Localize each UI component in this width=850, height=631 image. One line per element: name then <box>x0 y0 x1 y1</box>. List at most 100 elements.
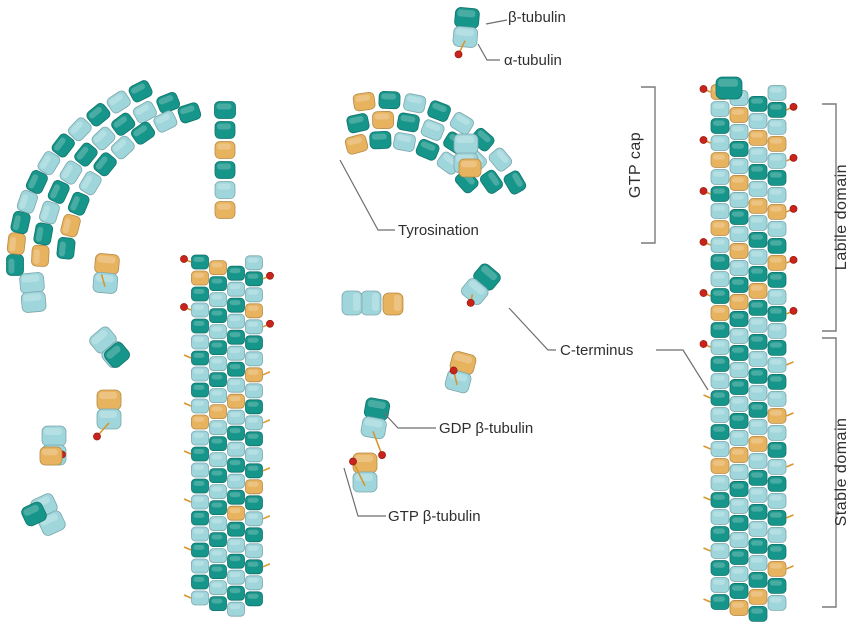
c-terminal-tail <box>262 515 271 520</box>
tubulin-subunit <box>191 526 209 542</box>
tubulin-subunit <box>767 492 787 509</box>
tubulin-subunit <box>245 431 263 447</box>
tubulin-subunit <box>710 390 730 406</box>
beta-tubulin-subunit <box>94 253 120 275</box>
tubulin-subunit <box>209 308 227 324</box>
tubulin-subunit <box>245 463 263 479</box>
tubulin-subunit <box>245 511 263 527</box>
tubulin-subunit <box>767 475 787 492</box>
tubulin-subunit <box>33 222 54 246</box>
tubulin-subunit <box>106 90 131 114</box>
tubulin-subunit <box>91 126 116 151</box>
tubulin-subunit <box>767 441 787 458</box>
tubulin-subunit <box>214 121 236 139</box>
domain-brackets <box>641 86 837 608</box>
labile-domain-label: Labile domain <box>833 164 850 270</box>
tubulin-subunit <box>710 339 730 355</box>
tubulin-subunit <box>710 594 730 610</box>
tubulin-subunit <box>227 345 245 361</box>
tubulin-subunit <box>209 564 227 579</box>
tubulin-subunit <box>245 495 263 511</box>
gdp-beta-tubulin-leader <box>383 412 436 429</box>
tubulin-subunit <box>245 447 263 463</box>
tubulin-subunit <box>767 526 787 543</box>
c-terminal-tail <box>183 546 192 551</box>
tubulin-subunit <box>748 113 768 129</box>
tubulin-subunit <box>710 288 730 304</box>
tubulin-subunit <box>710 305 730 321</box>
c-terminal-tail <box>703 598 711 603</box>
tubulin-subunit <box>38 200 60 225</box>
tubulin-subunit <box>710 271 730 287</box>
tubulin-subunit <box>710 356 730 372</box>
tubulin-subunit <box>37 151 61 176</box>
tubulin-subunit <box>227 505 245 521</box>
tubulin-subunit <box>191 446 209 462</box>
c-terminal-tail <box>786 463 794 468</box>
tubulin-subunit <box>67 191 90 216</box>
tubulin-subunit <box>21 501 47 527</box>
tubulin-subunit <box>748 384 768 401</box>
tubulin-subunit <box>191 302 209 318</box>
tubulin-subunit <box>245 399 263 415</box>
alpha-tubulin-subunit <box>461 278 489 306</box>
tubulin-subunit <box>191 430 209 446</box>
c-terminal-tail <box>352 461 366 487</box>
tubulin-subunit <box>191 558 209 574</box>
tubulin-subunit <box>245 527 263 543</box>
stable-domain-bracket <box>822 337 837 608</box>
tubulin-subunit <box>729 260 749 276</box>
tubulin-subunit <box>209 580 227 595</box>
tubulin-subunit <box>767 254 787 271</box>
tyrosine-bead <box>454 50 463 59</box>
gtp-beta-tubulin-leader <box>343 467 386 517</box>
c-terminal-tail <box>262 467 271 472</box>
tubulin-subunit <box>729 107 749 123</box>
tubulin-subunit <box>748 486 768 503</box>
gtp-cap-label: GTP cap <box>627 132 644 198</box>
tubulin-subunit <box>191 366 209 382</box>
tubulin-subunit <box>710 407 730 423</box>
tubulin-subunit <box>245 255 263 271</box>
tyrosine-bead <box>699 85 708 93</box>
tubulin-subunit <box>767 84 787 101</box>
tubulin-subunit <box>729 226 749 242</box>
beta-tubulin-subunit <box>360 290 382 316</box>
tubulin-subunit <box>209 548 227 563</box>
beta-tubulin-subunit <box>96 389 122 411</box>
tubulin-subunit <box>748 503 768 520</box>
tubulin-subunit <box>191 286 209 302</box>
tubulin-subunit <box>51 133 75 158</box>
tubulin-subunit <box>767 560 787 577</box>
tubulin-subunit <box>227 473 245 489</box>
beta-tubulin-subunit <box>453 133 479 155</box>
tubulin-subunit <box>372 111 395 129</box>
tubulin-subunit <box>767 220 787 237</box>
tubulin-subunit <box>111 112 136 136</box>
tubulin-subunit <box>227 569 245 585</box>
tubulin-subunit <box>209 324 227 340</box>
tubulin-subunit <box>10 210 31 235</box>
tubulin-subunit <box>227 265 245 281</box>
tubulin-subunit <box>748 146 768 163</box>
tyrosine-bead <box>266 319 274 328</box>
tubulin-subunit <box>245 351 263 367</box>
c-terminal-tail <box>786 412 794 417</box>
tyrosine-bead <box>466 298 475 307</box>
tubulin-subunit <box>191 382 209 398</box>
tubulin-subunit <box>710 424 730 440</box>
tubulin-subunit <box>245 367 263 383</box>
tyrosination-leader <box>339 159 395 231</box>
tubulin-subunit <box>245 559 263 575</box>
alpha-tubulin-subunit <box>341 290 363 316</box>
tubulin-subunit <box>710 135 730 151</box>
tubulin-subunit <box>488 147 513 172</box>
tubulin-subunit <box>710 152 730 168</box>
tubulin-subunit <box>710 441 730 457</box>
tubulin-subunit <box>214 101 236 119</box>
tubulin-subunit <box>245 383 263 399</box>
tubulin-subunit <box>86 103 111 127</box>
c-terminal-tail <box>703 445 711 450</box>
tubulin-subunit <box>710 543 730 559</box>
gtp-cap-bracket <box>641 86 656 244</box>
